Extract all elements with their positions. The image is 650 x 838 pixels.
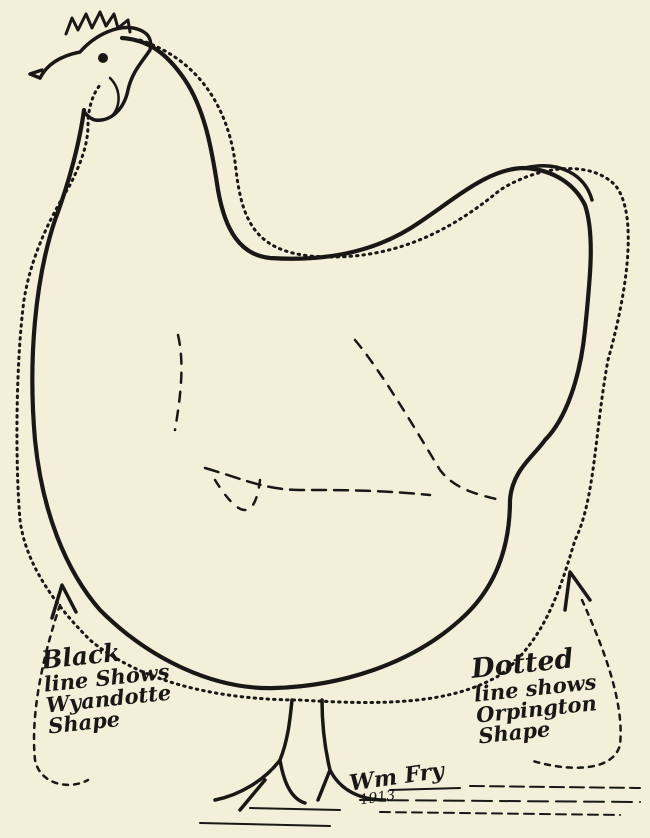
orpington-outline-dotted xyxy=(17,40,628,702)
leg-left xyxy=(215,700,305,810)
wing-dashes-bottom xyxy=(205,468,430,495)
orpington-label: Dotted line shows Orpington Shape xyxy=(470,643,602,747)
eye xyxy=(98,53,108,63)
wing-dashes-back xyxy=(355,340,500,500)
wing-dashes-mid xyxy=(215,480,260,510)
wyandotte-label: Black line Shows Wyandotte Shape xyxy=(40,635,175,737)
beak xyxy=(30,70,42,78)
wyandotte-outline-black xyxy=(32,38,590,688)
arrow-right xyxy=(565,572,590,610)
comb xyxy=(66,12,130,34)
wing-dashes-front xyxy=(175,335,181,430)
